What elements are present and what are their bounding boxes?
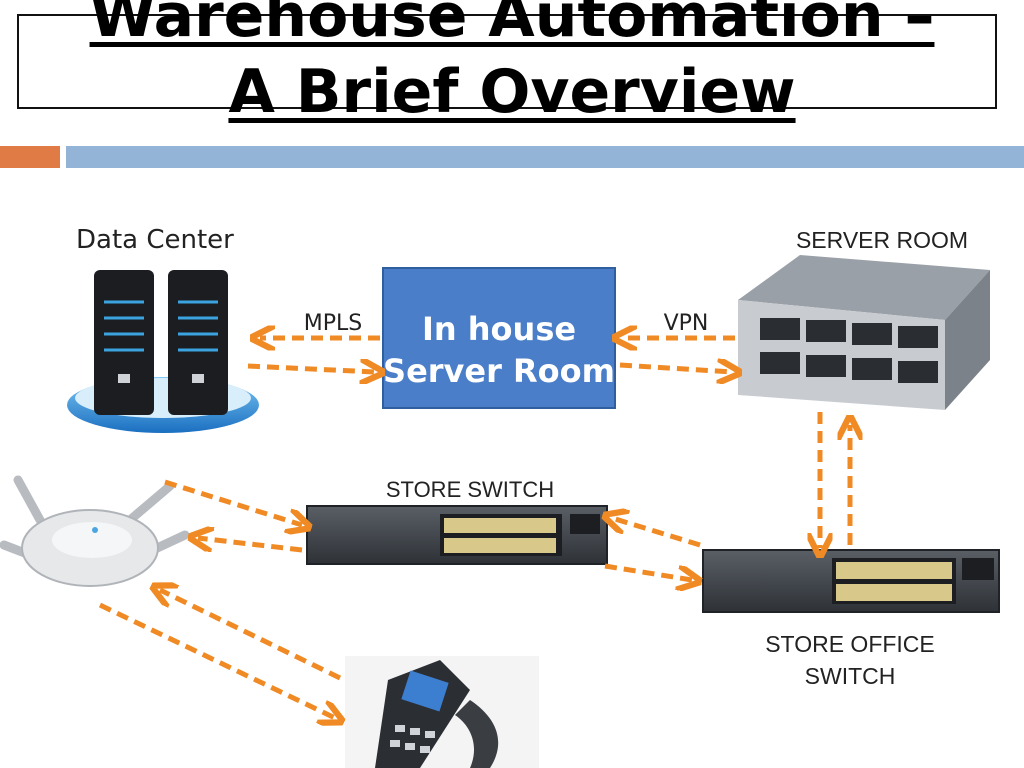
arrow-storeswitch-to-ap: [198, 538, 303, 553]
slide-title-line-2: A Brief Overview: [228, 57, 796, 127]
in-house-label-line-1: In house: [422, 310, 576, 348]
slide-title: Warehouse Automation – A Brief Overview: [0, 0, 1024, 130]
store-office-switch-icon: [702, 549, 1000, 613]
accent-bar-blue: [66, 146, 1024, 168]
arrow-inhouse-to-serverroom: [619, 365, 732, 372]
server-room-switch-icon: [738, 255, 990, 410]
store-switch-icon: [306, 505, 608, 565]
vpn-link-label: VPN: [664, 311, 709, 336]
mpls-link-label: MPLS: [304, 311, 362, 336]
arrow-ap-to-scanner: [98, 602, 335, 718]
store-office-label-line-2: SWITCH: [805, 663, 896, 689]
data-center-label: Data Center: [76, 225, 234, 255]
handheld-scanner-icon: [345, 656, 539, 768]
data-center-servers-icon: [67, 270, 259, 433]
title-frame: [17, 14, 997, 109]
wireless-access-point-icon: [0, 475, 190, 587]
in-house-server-room-box: [382, 267, 616, 409]
arrow-office-to-storeswitch: [612, 518, 701, 548]
arrow-scanner-to-ap: [160, 590, 342, 681]
arrow-ap-to-storeswitch: [164, 479, 302, 525]
store-office-label-line-1: STORE OFFICE: [765, 631, 935, 657]
in-house-label-line-2: Server Room: [383, 352, 615, 390]
arrow-storeswitch-to-office: [604, 563, 692, 580]
accent-bar-orange: [0, 146, 60, 168]
slide-title-line-1: Warehouse Automation –: [89, 0, 935, 51]
store-switch-label: STORE SWITCH: [386, 477, 554, 502]
network-diagram: Data Center In house Server Room SERVER …: [0, 225, 1000, 768]
connection-arrows: [98, 338, 850, 718]
arrow-datacenter-to-inhouse: [247, 366, 375, 372]
server-room-label: SERVER ROOM: [796, 227, 968, 253]
